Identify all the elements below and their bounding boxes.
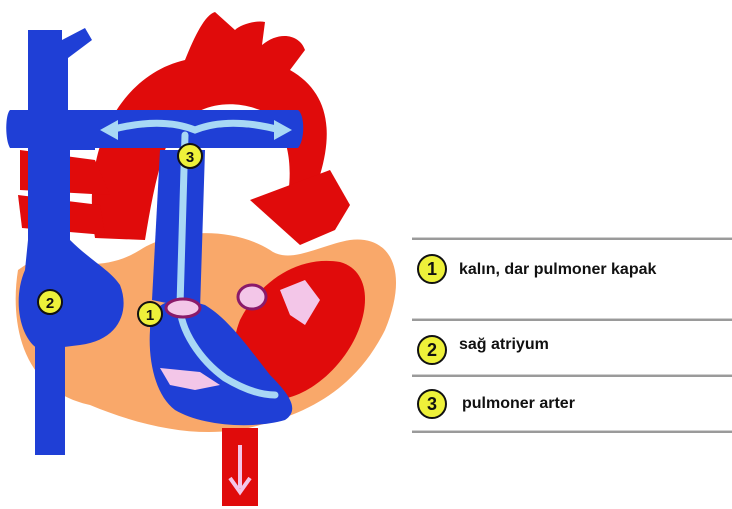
inferior-vena-cava: [35, 340, 65, 455]
pulmonary-valve: [166, 299, 200, 317]
marker-1-label: 1: [146, 307, 154, 324]
legend-number-2: 2: [417, 335, 447, 365]
legend-divider: [412, 430, 732, 433]
legend-text-2: sağ atriyum: [459, 333, 549, 357]
legend-item-1: 1 kalın, dar pulmoner kapak: [412, 240, 732, 318]
legend-item-2: 2 sağ atriyum: [412, 321, 732, 374]
marker-3: 3: [178, 144, 202, 168]
marker-2: 2: [38, 290, 62, 314]
legend-text-1: kalın, dar pulmoner kapak: [459, 258, 719, 282]
marker-2-label: 2: [46, 295, 54, 312]
pulmonary-veins: [250, 170, 350, 245]
legend-number-1: 1: [417, 254, 447, 284]
aortic-valve: [238, 285, 266, 309]
pulmonary-artery-branches: [6, 110, 303, 148]
marker-1: 1: [138, 302, 162, 326]
legend-text-3: pulmoner arter: [462, 392, 575, 416]
marker-3-label: 3: [186, 149, 194, 166]
legend-item-3: 3 pulmoner arter: [412, 377, 732, 430]
legend-number-3: 3: [417, 389, 447, 419]
legend: 1 kalın, dar pulmoner kapak 2 sağ atriyu…: [412, 237, 732, 433]
